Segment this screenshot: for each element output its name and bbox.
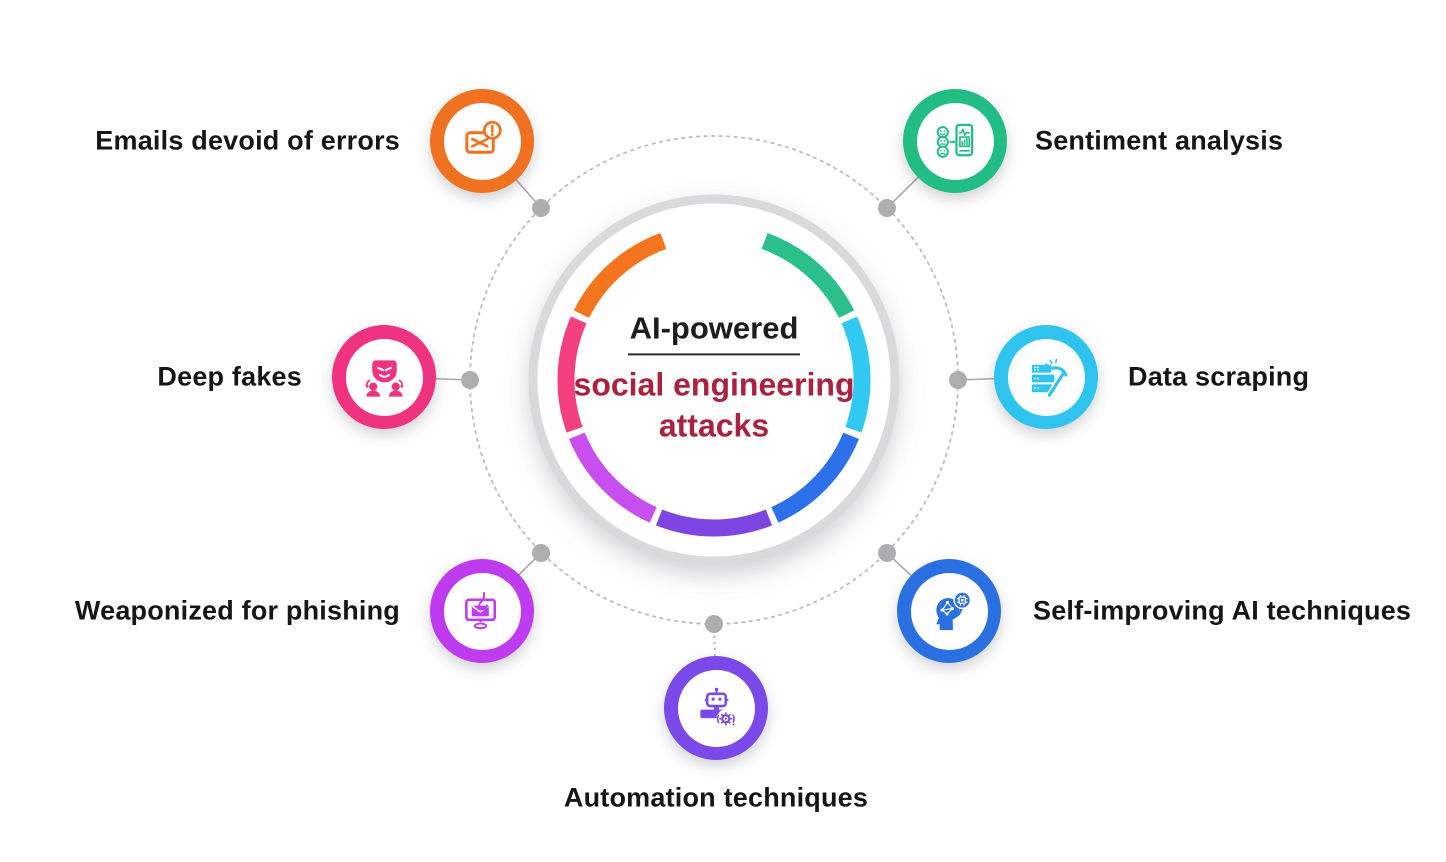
label-data-scraping: Data scraping: [1128, 361, 1310, 392]
label-weaponized-for-phishing: Weaponized for phishing: [74, 595, 400, 626]
node-emails-devoid-of-errors: [430, 89, 534, 193]
orbit-dot: [878, 544, 896, 562]
node-data-scraping: [994, 325, 1098, 429]
orbit-dot: [878, 199, 896, 217]
mask-identity-icon: [365, 359, 403, 397]
ring-segment-emails-devoid-of-errors: [573, 232, 667, 319]
node-inner-circle: [910, 572, 988, 650]
orbit-dots: [461, 199, 967, 633]
monitor-phishing-icon: [464, 591, 496, 629]
ring-segment-weaponized-for-phishing: [569, 432, 657, 523]
center-ring-segments: [557, 232, 871, 537]
center-circle: [528, 194, 900, 566]
server-pickaxe-icon: [1031, 358, 1067, 398]
email-alert-icon: [464, 120, 502, 154]
ring-segment-self-improving-ai-techniques: [771, 432, 859, 523]
label-sentiment-analysis: Sentiment analysis: [1035, 125, 1284, 156]
node-sentiment-analysis: [903, 89, 1007, 193]
ring-segment-sentiment-analysis: [761, 232, 855, 319]
orbit-dot: [461, 371, 479, 389]
ring-segment-automation-techniques: [655, 509, 773, 537]
node-inner-circle: [677, 669, 755, 747]
ring-segment-deep-fakes: [557, 316, 587, 433]
node-inner-circle: [443, 572, 521, 650]
center-title-divider: [628, 353, 800, 356]
connector-bottom: [713, 623, 717, 701]
node-self-improving-ai-techniques: [897, 559, 1001, 663]
head-chip-icon: [935, 590, 971, 630]
sentiment-phone-icon: [936, 123, 973, 158]
orbit-dot: [532, 544, 550, 562]
node-inner-circle: [916, 102, 994, 180]
node-deep-fakes: [332, 325, 436, 429]
center-title-main: social engineering attacks: [573, 366, 855, 443]
node-automation-techniques: [664, 656, 768, 760]
node-inner-circle: [1007, 338, 1085, 416]
center-title: AI-powered social engineering attacks: [558, 310, 870, 445]
label-deep-fakes: Deep fakes: [157, 361, 302, 392]
orbit-dot: [532, 199, 550, 217]
node-inner-circle: [443, 102, 521, 180]
orbit-dot: [705, 615, 723, 633]
robot-gear-icon: [699, 687, 735, 728]
label-self-improving-ai-techniques: Self-improving AI techniques: [1033, 595, 1412, 626]
label-emails-devoid-of-errors: Emails devoid of errors: [95, 125, 400, 156]
node-inner-circle: [345, 338, 423, 416]
orbit-dot: [949, 371, 967, 389]
node-weaponized-for-phishing: [430, 559, 534, 663]
label-automation-techniques: Automation techniques: [563, 782, 869, 813]
ring-segment-data-scraping: [841, 316, 871, 433]
center-title-top: AI-powered: [629, 310, 799, 346]
